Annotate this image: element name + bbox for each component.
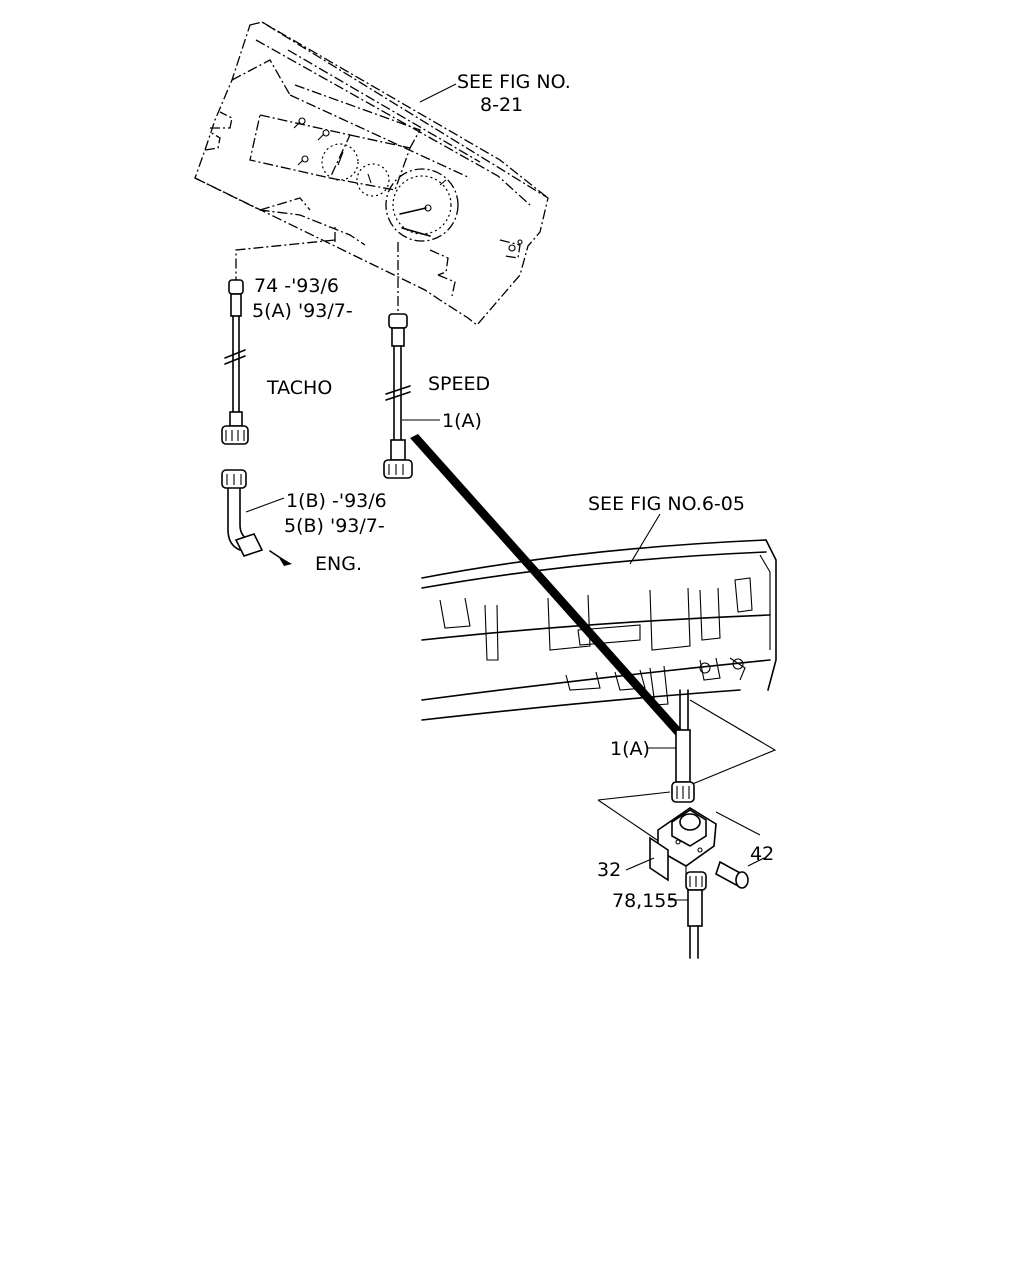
cluster-leaders — [235, 83, 457, 315]
engine-cable — [221, 469, 292, 566]
label-tacho: TACHO — [266, 377, 332, 399]
label-part-74: 74 -'93/6 — [254, 275, 339, 297]
connection-line — [410, 434, 684, 736]
label-part-78-155: 78,155 — [612, 890, 678, 912]
lower-assembly — [597, 689, 777, 959]
label-see-fig-cluster-2: 8-21 — [480, 94, 523, 116]
labels: SEE FIG NO. 8-21 74 -'93/6 5(A) '93/7- T… — [252, 71, 774, 912]
speed-cable — [383, 313, 440, 479]
label-part-5a: 5(A) '93/7- — [252, 300, 353, 322]
dash-panel — [421, 513, 777, 721]
label-part-5b: 5(B) '93/7- — [284, 515, 385, 537]
tacho-cable — [221, 279, 249, 445]
label-part-1a-lower: 1(A) — [610, 738, 650, 760]
label-part-1b: 1(B) -'93/6 — [286, 490, 387, 512]
label-eng: ENG. — [315, 553, 362, 575]
label-see-fig-panel: SEE FIG NO.6-05 — [588, 493, 745, 515]
label-part-1a-upper: 1(A) — [442, 410, 482, 432]
instrument-cluster — [194, 21, 549, 326]
label-speed: SPEED — [428, 373, 490, 395]
label-see-fig-cluster-1: SEE FIG NO. — [457, 71, 571, 93]
label-part-42: 42 — [750, 843, 774, 865]
label-part-32: 32 — [597, 859, 621, 881]
